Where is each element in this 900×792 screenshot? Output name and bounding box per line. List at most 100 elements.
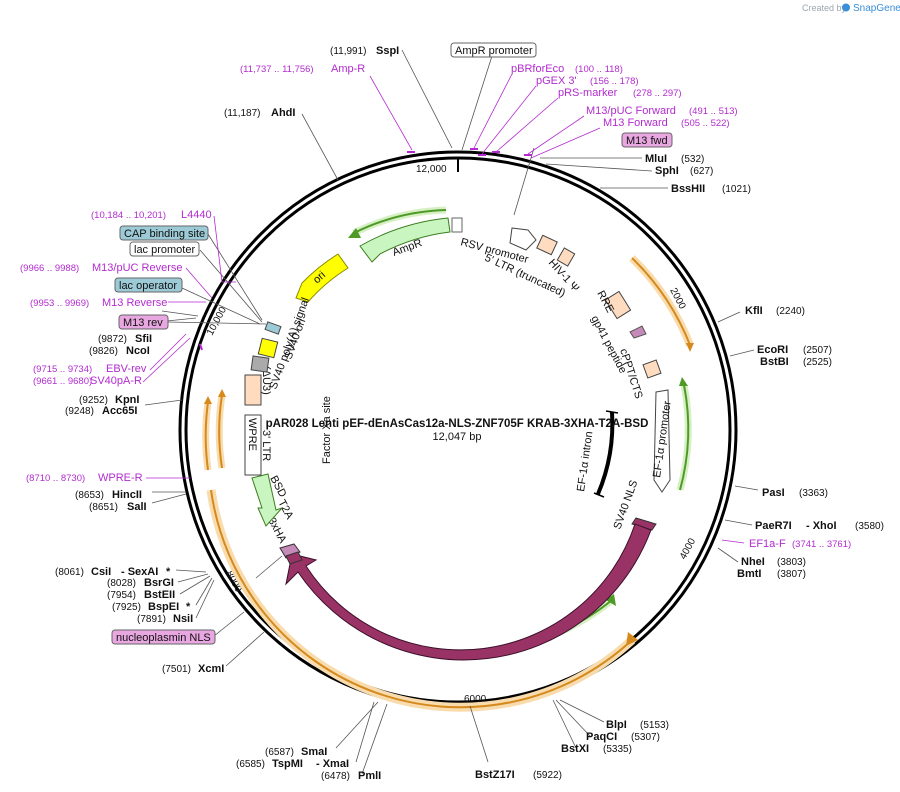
box-m13-fwd: M13 fwd bbox=[621, 132, 673, 148]
box-nucleoplasmin-nls: nucleoplasmin NLS bbox=[111, 629, 216, 645]
site-pos-pmli: (6478) bbox=[321, 771, 350, 782]
primer-pos-wpre: (8710 .. 8730) bbox=[26, 473, 85, 484]
primer-pos-ef1af: (3741 .. 3761) bbox=[792, 539, 851, 550]
box-nucleoplasmin-nls-label: nucleoplasmin NLS bbox=[116, 632, 211, 644]
arc-wpre-b-arrow bbox=[218, 389, 226, 397]
leader-ampr-promoter bbox=[461, 55, 493, 151]
site-pos-bmti: (3807) bbox=[777, 569, 806, 580]
site-name-acc65i: Acc65I bbox=[102, 405, 137, 417]
primer-line-pgex bbox=[481, 85, 537, 155]
box-lac-operator: lac operator bbox=[114, 277, 183, 293]
labels-left: (7501) XcmI nucleoplasmin NLS (7891) Nsi… bbox=[20, 209, 224, 675]
site-name-tspmi: TspMI bbox=[272, 758, 303, 770]
site-name-ahdi: AhdI bbox=[271, 107, 295, 119]
site-name-bsrgi: BsrGI bbox=[144, 577, 174, 589]
brand-prefix: Created by bbox=[802, 3, 847, 13]
leader-sfii bbox=[161, 310, 199, 317]
primer-pos-pgex: (156 .. 178) bbox=[590, 76, 639, 87]
primer-pos-m13puc-rev: (9966 .. 9988) bbox=[20, 263, 79, 274]
box-lac-operator-rect bbox=[114, 277, 183, 293]
leader-kpni bbox=[144, 399, 183, 406]
leader-cap bbox=[207, 233, 263, 321]
site-pos-bstz17i: (5922) bbox=[533, 770, 562, 781]
site-name-pasi: PasI bbox=[762, 487, 785, 499]
primer-pos-m13-rev: (9953 .. 9969) bbox=[30, 298, 89, 309]
arc-wpre-a bbox=[204, 401, 209, 471]
arc-ampr-green bbox=[353, 209, 447, 234]
site-name-bstz17i: BstZ17I bbox=[475, 769, 515, 781]
hiv-psi-box bbox=[556, 247, 576, 267]
rsv-promoter-arrow bbox=[509, 227, 537, 251]
leader-m13fwd bbox=[513, 147, 535, 216]
primer-line-m13fwd bbox=[530, 127, 601, 159]
site-pos-sali: (8651) bbox=[89, 502, 118, 513]
primer-line-prs bbox=[495, 97, 559, 153]
ef1a-intron-label: EF-1α intron bbox=[575, 431, 595, 493]
site-pos-bstbi: (2525) bbox=[803, 357, 832, 368]
box-m13-rev: M13 rev bbox=[118, 314, 169, 330]
ampr-promoter-marker bbox=[451, 217, 463, 233]
box-cap-binding-site-label: CAP binding site bbox=[124, 228, 205, 240]
arc-bottom-green-arrow bbox=[606, 594, 616, 606]
site-pos-kfli: (2240) bbox=[776, 306, 805, 317]
primer-pos-l4440: (10,184 .. 10,201) bbox=[91, 210, 166, 221]
site-name-bsteii: BstEII bbox=[144, 589, 175, 601]
leader-bstz17i bbox=[469, 705, 489, 763]
box-m13-fwd-label: M13 fwd bbox=[626, 135, 668, 147]
primer-name-ebv: EBV-rev bbox=[106, 363, 147, 375]
tick-label-6000: 6000 bbox=[464, 694, 487, 705]
leader-sspi bbox=[401, 49, 453, 149]
leader-nucleoplasmin bbox=[213, 611, 245, 637]
leader-lacpro bbox=[199, 249, 263, 323]
ltr3-label: 3' LTR bbox=[260, 430, 272, 461]
site-pos-ahdi: (11,187) bbox=[224, 108, 261, 119]
primer-pos-sv40pa: (9661 .. 9680) bbox=[33, 376, 92, 387]
primer-pos-prs: (278 .. 297) bbox=[633, 88, 682, 99]
snapgene-logo-icon bbox=[842, 3, 850, 12]
leader-blpi bbox=[559, 699, 605, 723]
box-m13-rev-label: M13 rev bbox=[123, 317, 163, 329]
primer-pos-m13puc-fwd: (491 .. 513) bbox=[689, 106, 738, 117]
site-name-ecori: EcoRI bbox=[757, 344, 788, 356]
site-pos-blpi: (5153) bbox=[640, 720, 669, 731]
ori-arrow bbox=[295, 253, 349, 303]
leader-paqci bbox=[555, 699, 591, 737]
sv40-nls-arrow bbox=[631, 517, 657, 531]
site-name-bstbi: BstBI bbox=[760, 356, 789, 368]
leader-csii bbox=[175, 569, 207, 573]
rre-box bbox=[604, 290, 632, 320]
site-name-mlui: MluI bbox=[645, 153, 667, 165]
leader-paer7i bbox=[724, 519, 753, 526]
site-name-pmli: PmlI bbox=[358, 770, 381, 782]
primer-name-wpre: WPRE-R bbox=[98, 472, 143, 484]
site-pos-xcmi: (7501) bbox=[162, 664, 191, 675]
wpre-box bbox=[244, 414, 262, 476]
site-star-csii: * bbox=[166, 566, 171, 578]
site-pos-sfii: (9872) bbox=[98, 334, 127, 345]
site-pos-ncoi: (9826) bbox=[89, 346, 118, 357]
site-pos-paqci: (5307) bbox=[631, 732, 660, 743]
labels-bottom: BlpI (5153) PaqCI (5307) BstXI (5335) Bs… bbox=[236, 719, 669, 782]
leader-pmli bbox=[361, 703, 388, 775]
site-name-sali: SalI bbox=[127, 501, 147, 513]
primer-name-pbrforeco: pBRforEco bbox=[511, 63, 564, 75]
leader-lines bbox=[144, 49, 759, 775]
site-pos-nhei: (3803) bbox=[777, 557, 806, 568]
box-nucleoplasmin-nls-rect bbox=[111, 629, 216, 645]
bsd-arrow bbox=[251, 473, 284, 527]
site-pos-tspmi: (6585) bbox=[236, 759, 265, 770]
rre-label: RRE bbox=[594, 289, 616, 315]
site-name-kpni: KpnI bbox=[115, 394, 139, 406]
ef1a-intron-cap-top bbox=[605, 410, 619, 414]
site-pos-mlui: (532) bbox=[681, 154, 704, 165]
site-pos-ecori: (2507) bbox=[803, 345, 832, 356]
site-name-xhoi: - XhoI bbox=[806, 520, 837, 532]
box-cap-binding-site-rect bbox=[119, 225, 209, 241]
arc-ascas-orange bbox=[210, 489, 633, 709]
site-name-ncoi: NcoI bbox=[126, 345, 150, 357]
arc-wpre-b bbox=[218, 394, 223, 469]
primer-name-ef1af: EF1a-F bbox=[749, 538, 786, 550]
site-pos-kpni: (9252) bbox=[79, 395, 108, 406]
leader-pasi bbox=[734, 485, 759, 491]
sv40-polya-box bbox=[250, 355, 270, 373]
